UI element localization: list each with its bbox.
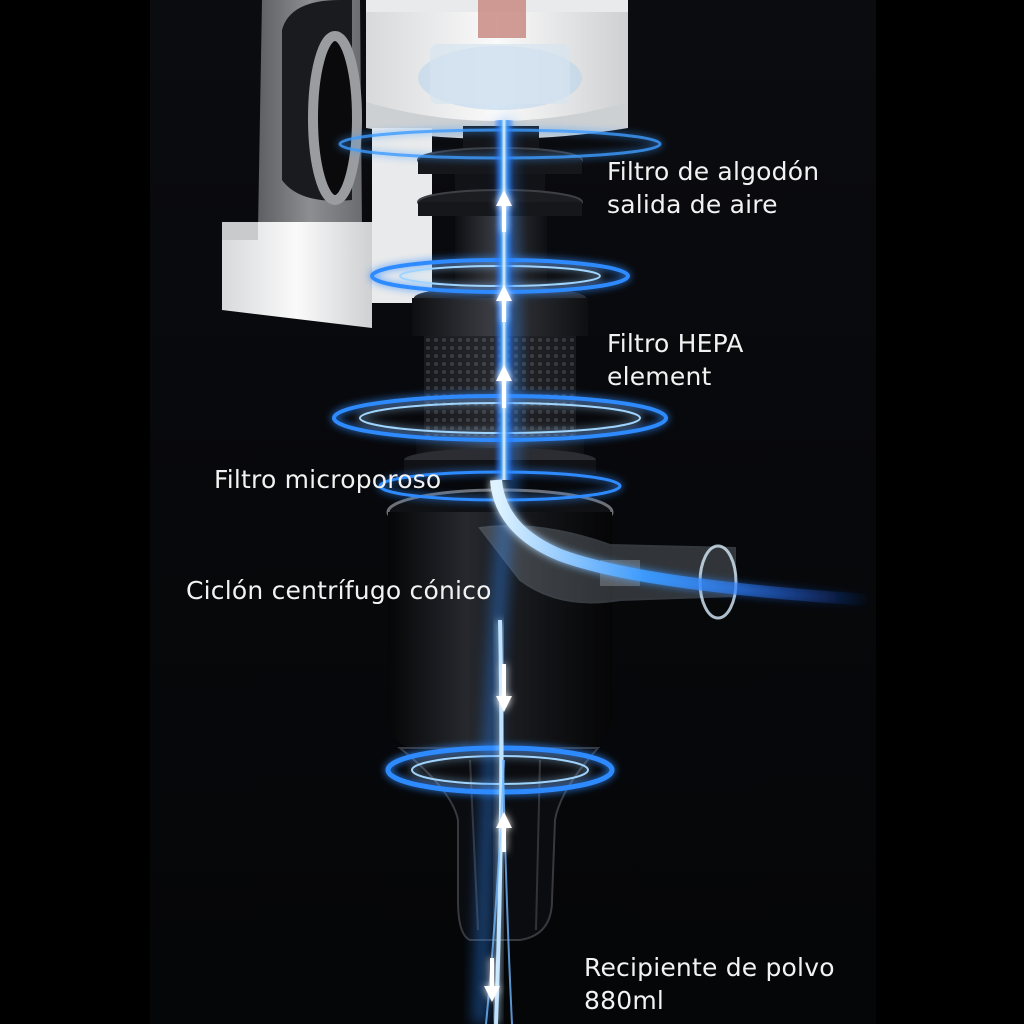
airflow-arrow-down-icon — [496, 664, 512, 712]
label-cotton-filter: Filtro de algodón salida de aire — [607, 155, 819, 221]
airflow-arrow-up-icon — [496, 812, 512, 852]
motor-housing — [222, 0, 628, 328]
airflow-arrow-up-icon — [496, 365, 512, 408]
label-cotton-filter-line1: Filtro de algodón — [607, 157, 820, 186]
label-hepa-filter: Filtro HEPA element — [607, 327, 744, 393]
airflow-arrows — [484, 190, 512, 1002]
label-hepa-filter-line1: Filtro HEPA — [607, 329, 744, 358]
airflow-arrow-up-icon — [496, 190, 512, 232]
label-hepa-filter-line2: element — [607, 362, 712, 391]
label-cyclone: Ciclón centrífugo cónico — [186, 574, 492, 607]
label-dust-bin-capacity: 880ml — [584, 986, 665, 1015]
label-dust-bin-line1: Recipiente de polvo — [584, 953, 835, 982]
label-dust-bin: Recipiente de polvo 880ml — [584, 951, 835, 1017]
label-cyclone-line1: Ciclón centrífugo cónico — [186, 576, 492, 605]
label-cotton-filter-line2: salida de aire — [607, 190, 778, 219]
label-microporous-filter: Filtro microporoso — [214, 463, 441, 496]
airflow-arrow-down-icon — [484, 958, 500, 1002]
label-microporous-filter-line1: Filtro microporoso — [214, 465, 442, 494]
airflow-arrow-up-icon — [496, 285, 512, 322]
